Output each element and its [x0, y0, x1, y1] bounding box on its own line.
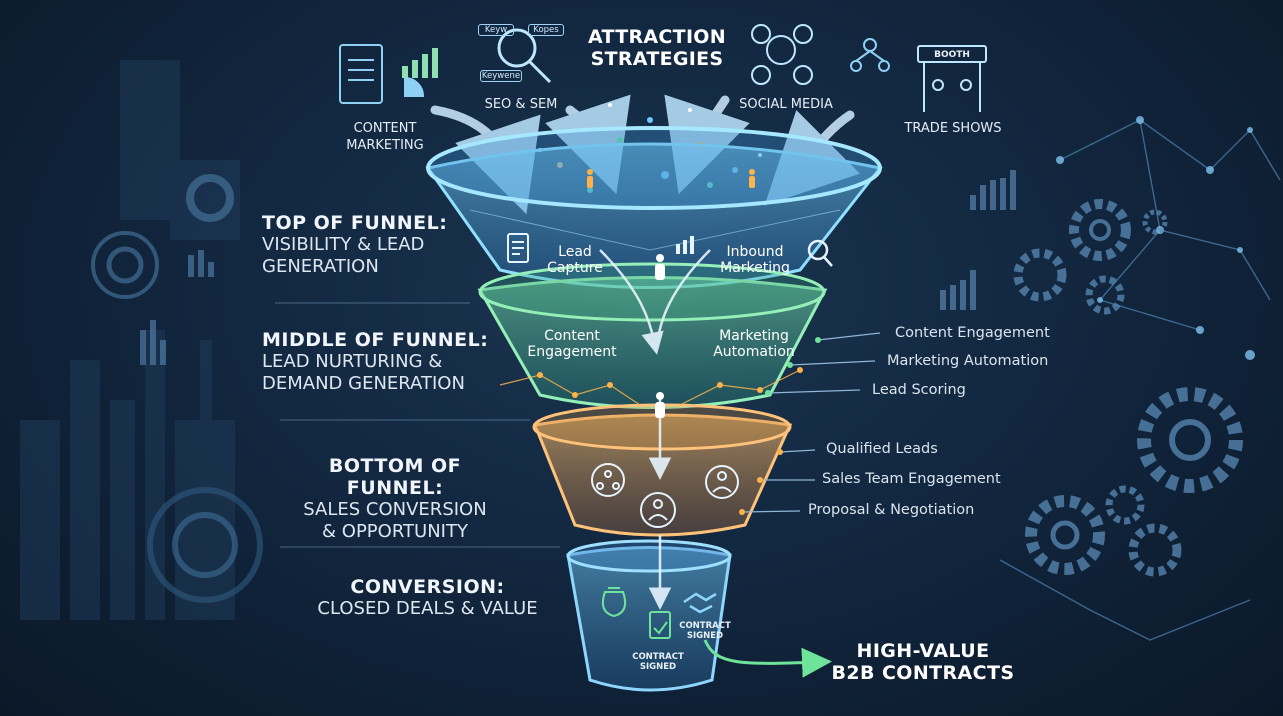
seo-sem-text: SEO & SEM — [484, 97, 558, 112]
team-icon — [591, 463, 625, 497]
city-skyline-left — [20, 60, 240, 620]
seo-magnifier-icon — [497, 28, 552, 84]
stage-subtitle: VISIBILITY & LEAD — [262, 234, 425, 255]
stage-conversion: CONVERSION: CLOSED DEALS & VALUE — [305, 576, 550, 620]
money-bag-icon — [601, 587, 627, 618]
side-item-qualified-leads: Qualified Leads — [826, 441, 938, 457]
source-label-trade-shows: TRADE SHOWS — [893, 120, 1013, 137]
source-label-social-media: SOCIAL MEDIA — [726, 96, 846, 113]
side-item-content-engagement: Content Engagement — [895, 325, 1050, 341]
magnifier-icon — [807, 239, 833, 267]
stage-subtitle: DEMAND GENERATION — [262, 373, 465, 394]
lead-capture-line: Capture — [547, 260, 603, 276]
side-leader-lines — [741, 332, 881, 513]
side-item-sales-team-engagement: Sales Team Engagement — [822, 471, 1001, 487]
outcome-line: B2B CONTRACTS — [831, 662, 1015, 684]
social-network-icon — [751, 24, 813, 85]
contract-signed-tag-1: CONTRACT SIGNED — [677, 621, 733, 641]
marketing-automation-label: Marketing Automation — [700, 328, 808, 360]
inbound-marketing-line: Inbound — [726, 244, 784, 260]
flow-arrows — [599, 249, 711, 610]
right-bar-charts — [940, 170, 1016, 310]
seo-keyword-chip-1: Keyw — [478, 24, 514, 36]
source-label-seo-sem: SEO & SEM — [476, 96, 566, 113]
content-engagement-line: Content — [544, 328, 600, 344]
trade-shows-text: TRADE SHOWS — [904, 121, 1002, 136]
outcome-line: HIGH-VALUE — [856, 640, 990, 662]
booth-icon — [917, 45, 987, 112]
stage-subtitle: & OPPORTUNITY — [322, 521, 468, 542]
stage-bottom-of-funnel: BOTTOM OF FUNNEL: SALES CONVERSION & OPP… — [280, 455, 510, 543]
social-media-text: SOCIAL MEDIA — [739, 97, 833, 112]
contract-icon — [649, 611, 671, 639]
left-target-rings — [91, 174, 263, 603]
stage-subtitle: GENERATION — [262, 256, 379, 277]
inbound-marketing-line: Marketing — [720, 260, 790, 276]
marketing-automation-line: Marketing — [719, 328, 789, 344]
outcome-label: HIGH-VALUE B2B CONTRACTS — [828, 640, 1018, 684]
person-icon — [655, 254, 665, 418]
attraction-strategies-title: ATTRACTION STRATEGIES — [572, 26, 742, 70]
middle-network-dots — [537, 367, 803, 398]
stage-title: TOP OF FUNNEL: — [262, 212, 448, 234]
people-in-particles — [587, 169, 755, 188]
marketing-automation-line: Automation — [713, 344, 795, 360]
contract-signed-tag-2: CONTRACT SIGNED — [630, 652, 686, 672]
seo-keyword-chip-3: Keywene — [480, 70, 522, 82]
stage-subtitle: SALES CONVERSION — [303, 499, 487, 520]
stage-title: BOTTOM OF FUNNEL: — [328, 455, 462, 499]
network-people-icon — [850, 38, 890, 72]
lead-capture-line: Lead — [558, 244, 592, 260]
side-item-lead-scoring: Lead Scoring — [872, 382, 966, 398]
attraction-title-text: ATTRACTION STRATEGIES — [588, 26, 726, 70]
stage-subtitle: CLOSED DEALS & VALUE — [317, 598, 538, 619]
contract-tag-line: CONTRACT — [632, 652, 684, 662]
side-leader-dots — [765, 337, 821, 396]
side-item-marketing-automation: Marketing Automation — [887, 353, 1049, 369]
growth-bars-icon — [402, 48, 438, 78]
contract-tag-line: CONTRACT — [679, 621, 731, 631]
handshake-icon — [683, 592, 717, 614]
stage-title: CONVERSION: — [350, 576, 505, 598]
document-chart-icon — [339, 44, 425, 104]
content-marketing-text: CONTENT MARKETING — [346, 121, 424, 153]
lead-capture-label: Lead Capture — [535, 244, 615, 276]
outcome-arrow — [703, 639, 832, 678]
stage-middle-of-funnel: MIDDLE OF FUNNEL: LEAD NURTURING & DEMAN… — [262, 329, 522, 395]
clipboard-icon — [507, 233, 529, 263]
inbound-marketing-label: Inbound Marketing — [712, 244, 798, 276]
source-label-content-marketing: CONTENT MARKETING — [330, 120, 440, 154]
stage-dividers — [275, 302, 560, 548]
left-bar-charts — [140, 250, 214, 365]
stage-subtitle: LEAD NURTURING & — [262, 351, 443, 372]
funnel-top-section — [425, 126, 883, 289]
manager-icon — [705, 465, 739, 499]
stage-title: MIDDLE OF FUNNEL: — [262, 329, 489, 351]
stage-top-of-funnel: TOP OF FUNNEL: VISIBILITY & LEAD GENERAT… — [262, 212, 522, 278]
contract-tag-line: SIGNED — [639, 662, 677, 672]
side-leader-dots-orange — [739, 449, 783, 515]
growth-chart-icon — [676, 236, 694, 254]
side-item-proposal-negotiation: Proposal & Negotiation — [808, 502, 975, 518]
seo-keyword-chip-2: Kopes — [528, 24, 564, 36]
right-network-nodes — [1056, 116, 1255, 360]
contract-tag-line: SIGNED — [686, 631, 724, 641]
content-engagement-line: Engagement — [527, 344, 617, 360]
salesperson-icon — [640, 492, 676, 528]
content-engagement-label: Content Engagement — [518, 328, 626, 360]
right-gears — [1013, 199, 1243, 577]
booth-sign: BOOTH — [934, 50, 970, 60]
